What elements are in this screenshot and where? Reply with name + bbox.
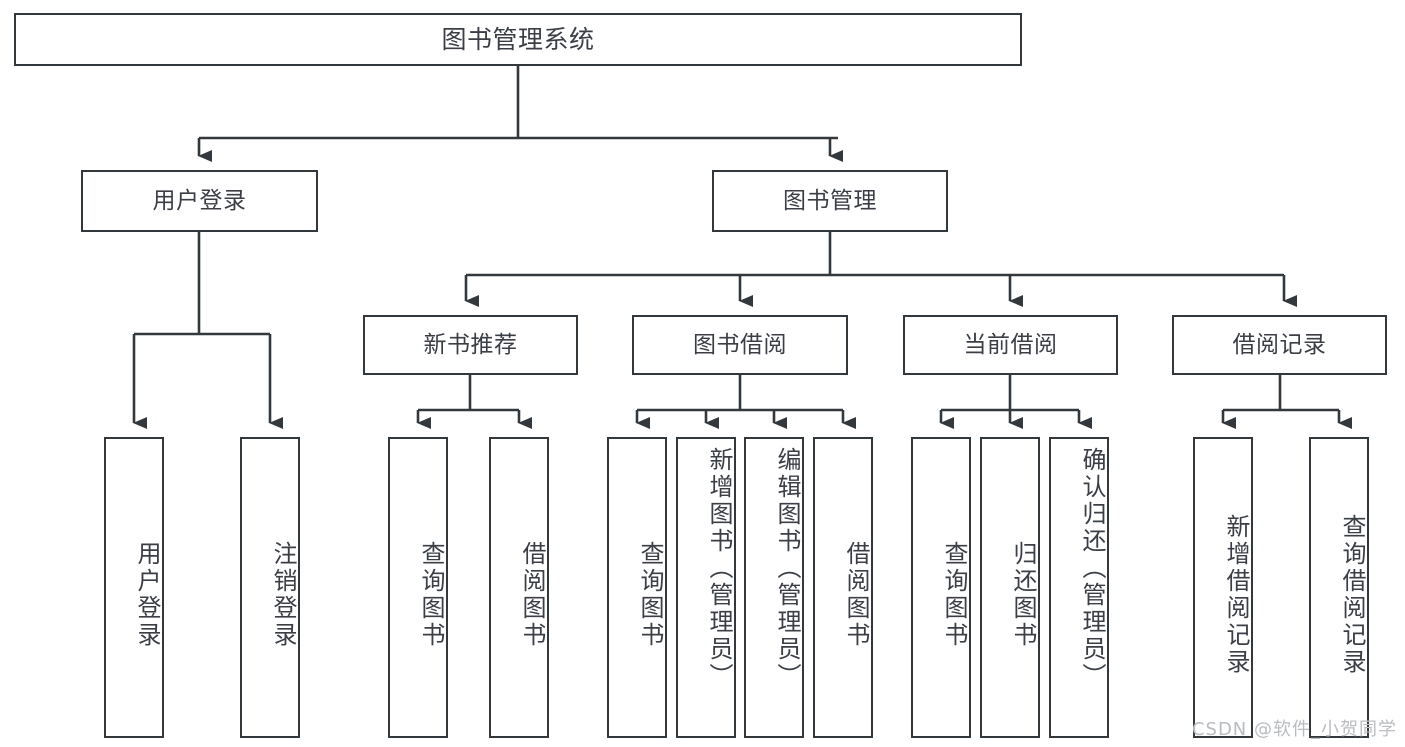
- leaf-add-borrow-record[interactable]: 新增借阅记录: [1193, 437, 1253, 738]
- leaf-user-logout-action[interactable]: 注销登录: [240, 437, 300, 738]
- leaf-query-borrow-record[interactable]: 查询借阅记录: [1309, 437, 1369, 738]
- leaf-borrow-book-1[interactable]: 借阅图书: [489, 437, 549, 738]
- leaf-query-book-1[interactable]: 查询图书: [388, 437, 448, 738]
- node-borrow-record[interactable]: 借阅记录: [1172, 315, 1387, 375]
- leaf-return-book[interactable]: 归还图书: [980, 437, 1040, 738]
- node-new-book-recommend[interactable]: 新书推荐: [363, 315, 578, 375]
- node-book-management[interactable]: 图书管理: [712, 170, 948, 232]
- node-root-system[interactable]: 图书管理系统: [14, 13, 1022, 66]
- leaf-query-book-2[interactable]: 查询图书: [607, 437, 667, 738]
- leaf-borrow-book-2[interactable]: 借阅图书: [813, 437, 873, 738]
- leaf-edit-book-admin[interactable]: 编辑图书（管理员）: [744, 437, 804, 738]
- leaf-user-login-action[interactable]: 用户登录: [104, 437, 164, 738]
- leaf-query-book-3[interactable]: 查询图书: [911, 437, 971, 738]
- csdn-watermark: CSDN @软件_小贺同学: [1191, 719, 1397, 740]
- node-user-login[interactable]: 用户登录: [81, 170, 318, 232]
- leaf-add-book-admin[interactable]: 新增图书（管理员）: [676, 437, 736, 738]
- leaf-confirm-return-admin[interactable]: 确认归还（管理员）: [1049, 437, 1109, 738]
- node-current-borrow[interactable]: 当前借阅: [903, 315, 1118, 375]
- node-book-borrow[interactable]: 图书借阅: [632, 315, 848, 375]
